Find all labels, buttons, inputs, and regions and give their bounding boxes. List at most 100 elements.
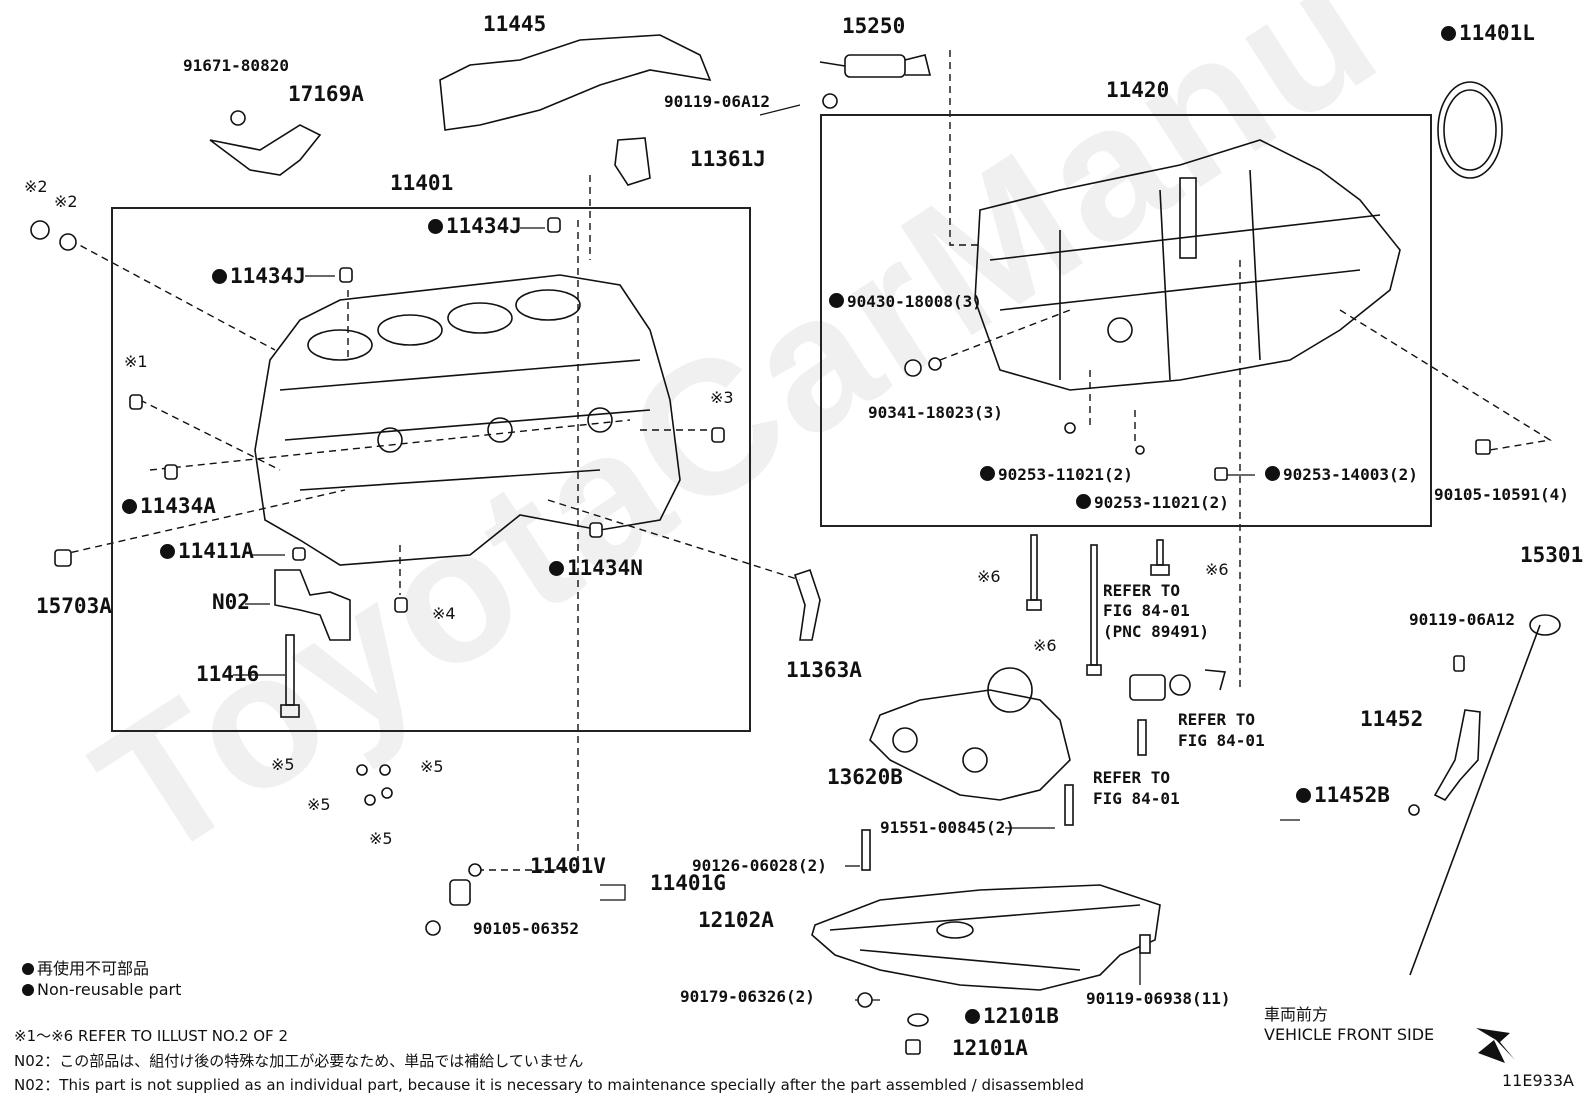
label-11452[interactable]: 11452 [1360,707,1424,731]
oil-pump-drawing [869,667,1071,801]
mark-2a: ※2 [24,177,48,196]
non-reusable-dot-icon [22,984,34,996]
label-15703A[interactable]: 15703A [36,594,112,618]
long-bolts-drawing [1026,534,1170,676]
mark-4: ※4 [432,604,456,623]
mark-3: ※3 [710,388,734,407]
refer-label-1-line2[interactable]: FIG 84-01 [1103,601,1190,620]
dipstick-drawing [1409,614,1561,976]
label-11434N[interactable]: 11434N [549,558,643,579]
front-side-jp: 車両前方 [1264,1005,1329,1024]
label-15250[interactable]: 15250 [842,14,906,38]
cylinder-block-frame [111,207,751,732]
mark-6c: ※6 [1033,636,1057,655]
refer-label-3-line1[interactable]: REFER TO [1093,768,1171,787]
oil-pan-drawing [811,884,1161,991]
non-reusable-dot-icon [212,269,227,284]
label-11434J-b[interactable]: 11434J [212,266,306,287]
label-91551-00845[interactable]: 91551-00845(2) [880,818,1015,837]
cylinder-block-drawing [254,274,681,566]
non-reusable-dot-icon [1441,26,1456,41]
refer-label-2-line2[interactable]: FIG 84-01 [1178,731,1265,750]
label-11434A[interactable]: 11434A [122,496,216,517]
oil-control-valve-drawing [819,54,932,78]
label-11401V[interactable]: 11401V [530,854,606,878]
label-11452B[interactable]: 11452B [1296,785,1390,806]
label-11416[interactable]: 11416 [196,662,260,686]
label-12102A[interactable]: 12102A [698,908,774,932]
label-11401L[interactable]: 11401L [1441,23,1535,44]
label-15301[interactable]: 15301 [1520,543,1584,567]
non-reusable-dot-icon [829,293,844,308]
mark-5a: ※5 [271,755,295,774]
label-13620B[interactable]: 13620B [827,765,903,789]
bolt-11416-drawing [280,634,300,718]
illustration-code: 11E933A [1502,1071,1574,1090]
legend-jp: 再使用不可部品 [22,955,149,979]
label-90253-11021-a[interactable]: 90253-11021(2) [980,466,1133,483]
label-11401[interactable]: 11401 [390,171,454,195]
baffle-plate-drawing [439,34,712,131]
label-90105-10591[interactable]: 90105-10591(4) [1434,485,1569,504]
legend-n02-en: N02：This part is not supplied as an indi… [14,1076,1085,1094]
label-11434J-a[interactable]: 11434J [428,216,522,237]
label-90253-14003[interactable]: 90253-14003(2) [1265,466,1418,483]
label-90341-18023[interactable]: 90341-18023(3) [868,403,1003,422]
label-11361J[interactable]: 11361J [690,147,766,171]
gasket-11363a-drawing [793,568,821,641]
non-reusable-dot-icon [1076,494,1091,509]
label-90119-06938[interactable]: 90119-06938(11) [1086,989,1231,1008]
label-91671-80820[interactable]: 91671-80820 [183,56,289,75]
cap-11361j-drawing [614,137,651,186]
label-11445[interactable]: 11445 [483,12,547,36]
label-11363A[interactable]: 11363A [786,658,862,682]
non-reusable-dot-icon [122,499,137,514]
mark-5d: ※5 [369,829,393,848]
mark-6a: ※6 [977,567,1001,586]
label-11401G[interactable]: 11401G [650,871,726,895]
non-reusable-dot-icon [22,963,34,975]
legend-en: Non-reusable part [22,980,181,999]
non-reusable-dot-icon [980,466,995,481]
front-side-en: VEHICLE FRONT SIDE [1264,1025,1435,1044]
refer-label-3-line2[interactable]: FIG 84-01 [1093,789,1180,808]
label-90105-06352[interactable]: 90105-06352 [473,919,579,938]
label-17169A[interactable]: 17169A [288,82,364,106]
mark-1: ※1 [124,352,148,371]
non-reusable-dot-icon [1296,788,1311,803]
non-reusable-dot-icon [160,544,175,559]
bracket-drawing [209,124,322,176]
legend-refer-note: ※1～※6 REFER TO ILLUST NO.2 OF 2 [14,1027,288,1045]
leader-lines [59,50,1552,871]
non-reusable-dot-icon [1265,466,1280,481]
mark-6b: ※6 [1205,560,1229,579]
mark-5b: ※5 [420,757,444,776]
label-90126-06028[interactable]: 90126-06028(2) [692,856,827,875]
label-12101A[interactable]: 12101A [952,1036,1028,1060]
label-11411A[interactable]: 11411A [160,541,254,562]
bearing-cap-drawing [274,569,351,641]
non-reusable-dot-icon [549,561,564,576]
label-90179-06326[interactable]: 90179-06326(2) [680,987,815,1006]
small-parts [30,93,1491,1055]
mark-5c: ※5 [307,795,331,814]
refer-label-1-line3: (PNC 89491) [1103,622,1209,641]
label-90430-18008[interactable]: 90430-18008(3) [829,293,982,310]
solid-leaders [233,104,1300,1001]
non-reusable-dot-icon [428,219,443,234]
label-12101B[interactable]: 12101B [965,1006,1059,1027]
refer-label-1-line1[interactable]: REFER TO [1103,581,1181,600]
refer-label-2-line1[interactable]: REFER TO [1178,710,1256,729]
front-arrow [1476,1028,1515,1063]
label-N02[interactable]: N02 [212,590,250,614]
oil-seal-drawing [1437,81,1503,179]
label-90253-11021-b[interactable]: 90253-11021(2) [1076,494,1229,511]
label-90119-06A12-top[interactable]: 90119-06A12 [664,92,770,111]
mark-2b: ※2 [54,192,78,211]
dipstick-guide-drawing [1433,709,1481,802]
legend-n02-jp: N02：この部品は、組付け後の特殊な加工が必要なため、単品では補給していません [14,1052,584,1070]
lower-case-frame [820,114,1432,527]
label-90119-06A12-right[interactable]: 90119-06A12 [1409,610,1515,629]
label-11420[interactable]: 11420 [1106,78,1170,102]
